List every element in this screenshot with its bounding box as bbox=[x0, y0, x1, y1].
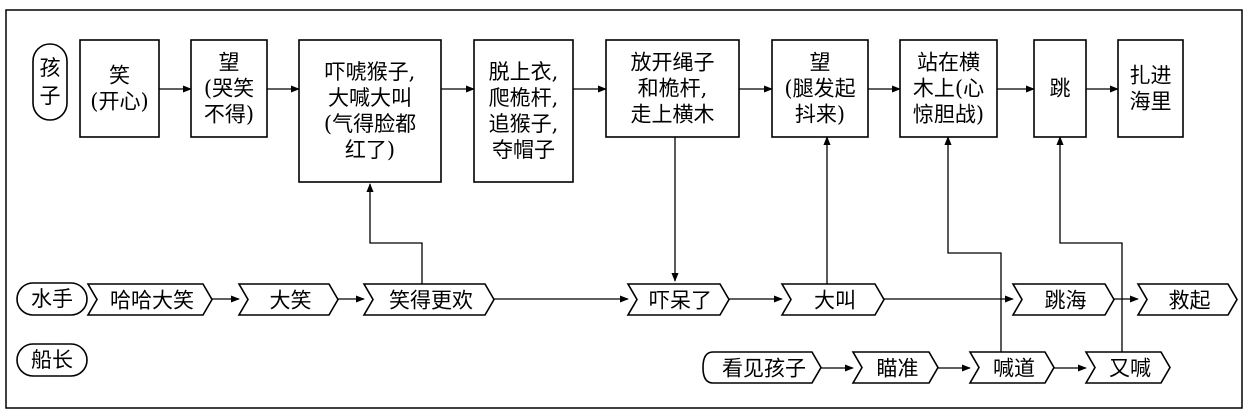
child-step-text: 追猴子, bbox=[489, 112, 559, 136]
sailor-tag: 大笑 bbox=[237, 283, 339, 316]
actor-captain-label: 船长 bbox=[31, 348, 73, 372]
child-step-text: 大喊大叫 bbox=[328, 86, 412, 110]
child-step-text: 不得) bbox=[204, 103, 254, 127]
child-step-text: 放开绳子 bbox=[631, 51, 715, 75]
sailor-tag-label: 吓呆了 bbox=[649, 289, 712, 313]
arrow-captain-shout-to-child-stand bbox=[944, 136, 1002, 352]
actor-captain: 船长 bbox=[16, 343, 88, 377]
captain-tag: 看见孩子 bbox=[702, 351, 822, 384]
child-step-text: (哭笑 bbox=[204, 77, 254, 101]
child-step-text: (开心) bbox=[90, 90, 148, 114]
child-step-text: 笑 bbox=[109, 64, 130, 88]
child-step-text: 站在横 bbox=[917, 51, 980, 75]
captain-tag-label: 又喊 bbox=[1109, 357, 1151, 381]
sailor-tag: 笑得更欢 bbox=[362, 283, 495, 316]
sailor-tag-label: 大叫 bbox=[814, 289, 856, 313]
captain-tag: 又喊 bbox=[1084, 351, 1171, 384]
child-step-text: 爬桅杆, bbox=[489, 86, 559, 110]
child-step-text: (腿发起 bbox=[784, 77, 855, 101]
child-step-text: (气得脸都 bbox=[324, 112, 416, 136]
arrow-sailors-laugh-to-child-scare bbox=[366, 183, 423, 284]
actor-child-label-1: 孩 bbox=[40, 56, 61, 80]
sailor-tag-label: 大笑 bbox=[270, 289, 312, 313]
child-step-text: 和桅杆, bbox=[638, 77, 708, 101]
captain-row: 看见孩子 瞄准 喊道 又喊 bbox=[702, 351, 1171, 384]
sailor-tag: 救起 bbox=[1136, 283, 1238, 316]
actor-sailors-label: 水手 bbox=[31, 287, 73, 311]
child-row: 笑(开心)望(哭笑不得)吓唬猴子,大喊大叫(气得脸都红了)脱上衣,爬桅杆,追猴子… bbox=[79, 39, 1184, 183]
captain-tag-label: 看见孩子 bbox=[722, 357, 806, 381]
captain-tag: 瞄准 bbox=[851, 351, 939, 384]
child-step-text: 海里 bbox=[1130, 90, 1172, 114]
outer-frame bbox=[5, 9, 1243, 409]
captain-tag-label: 瞄准 bbox=[877, 357, 919, 381]
child-step-text: 脱上衣, bbox=[489, 60, 559, 84]
sailor-tag-label: 跳海 bbox=[1045, 289, 1087, 313]
child-step-text: 扎进 bbox=[1130, 64, 1172, 88]
child-step-text: 抖来) bbox=[795, 103, 845, 127]
sailor-row: 哈哈大笑 大笑 笑得更欢 吓呆了 大叫 跳海 救起 bbox=[86, 283, 1238, 316]
captain-tag: 喊道 bbox=[968, 351, 1055, 384]
child-step-text: 吓唬猴子, bbox=[325, 60, 416, 84]
sailor-tag-label: 哈哈大笑 bbox=[110, 289, 194, 313]
child-step-text: 夺帽子 bbox=[492, 138, 555, 162]
sailor-tag: 大叫 bbox=[780, 283, 885, 316]
child-step-text: 红了) bbox=[345, 138, 395, 162]
child-step-text: 跳 bbox=[1050, 77, 1071, 101]
arrow-captain-shout-again-to-child-jump bbox=[1056, 136, 1123, 352]
child-step-text: 木上(心 bbox=[913, 77, 984, 101]
actor-child-label-2: 子 bbox=[40, 84, 61, 108]
child-step-text: 走上横木 bbox=[631, 103, 715, 127]
child-step-text: 惊胆战) bbox=[913, 103, 984, 127]
sailor-tag: 跳海 bbox=[1011, 283, 1115, 316]
child-step-text: 望 bbox=[810, 51, 831, 75]
actor-child: 孩 子 bbox=[32, 43, 68, 121]
sailor-tag-label: 笑得更欢 bbox=[389, 289, 473, 313]
captain-tag-label: 喊道 bbox=[993, 357, 1035, 381]
child-step-box: 笑(开心) bbox=[79, 39, 160, 138]
sailor-tag: 哈哈大笑 bbox=[86, 283, 213, 316]
child-step-box: 跳 bbox=[1033, 39, 1087, 138]
sailor-tag: 吓呆了 bbox=[626, 283, 730, 316]
cross-row-arrows bbox=[366, 136, 1123, 352]
actor-sailors: 水手 bbox=[16, 282, 88, 316]
child-step-box: 脱上衣,爬桅杆,追猴子,夺帽子 bbox=[473, 39, 574, 183]
sailor-tag-label: 救起 bbox=[1169, 289, 1211, 313]
child-step-text: 望 bbox=[219, 51, 240, 75]
